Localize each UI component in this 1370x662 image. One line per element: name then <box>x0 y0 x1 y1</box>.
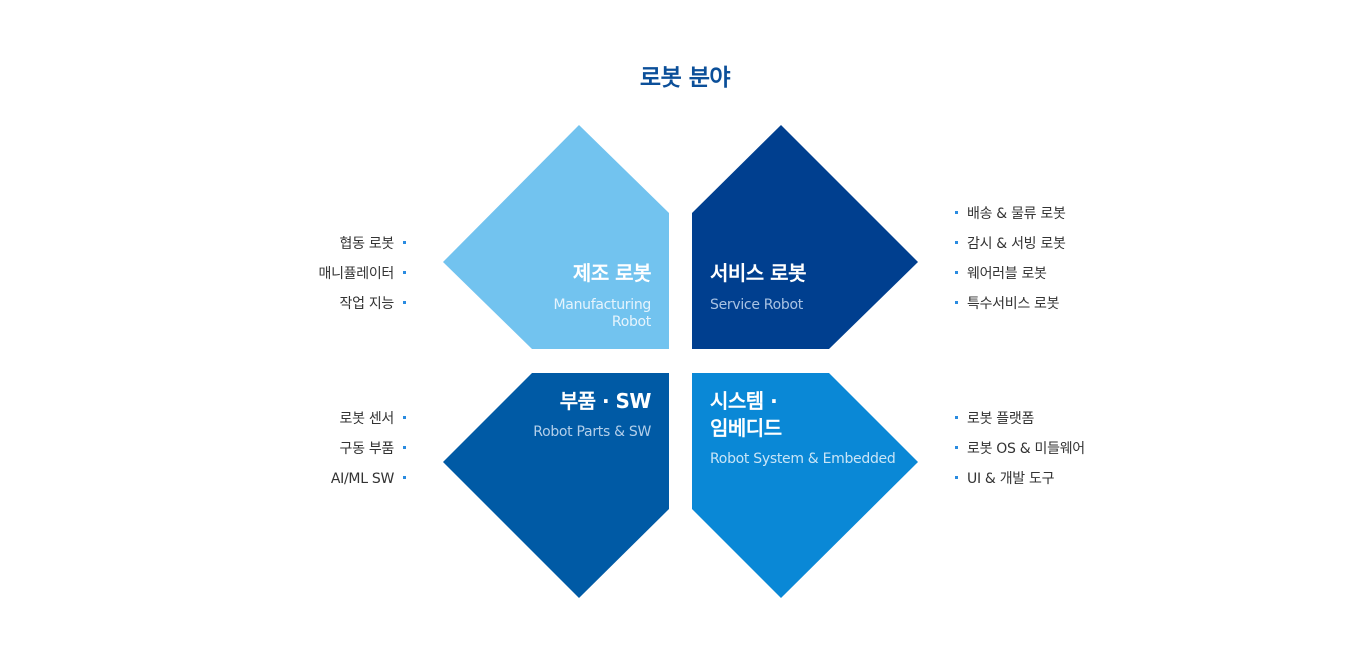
service-shape <box>692 125 918 349</box>
system-shape <box>692 373 918 598</box>
list-item: 로봇 센서 <box>331 404 406 434</box>
list-item: 협동 로봇 <box>319 229 406 259</box>
list-item: 구동 부품 <box>331 434 406 464</box>
system-subtitle: Robot System & Embedded <box>710 451 896 467</box>
list-item: 로봇 OS & 미들웨어 <box>955 434 1085 464</box>
list-item: 로봇 플랫폼 <box>955 404 1085 434</box>
service-subtitle: Service Robot <box>710 297 803 313</box>
list-item: UI & 개발 도구 <box>955 464 1085 494</box>
parts-title: 부품 · SW <box>559 389 652 413</box>
list-item: 작업 지능 <box>319 289 406 319</box>
bullet-icon <box>403 300 406 304</box>
parts-list: 로봇 센서 구동 부품 AI/ML SW <box>331 404 406 494</box>
parts-shape <box>443 373 669 598</box>
bullet-icon <box>955 270 958 274</box>
system-list: 로봇 플랫폼 로봇 OS & 미들웨어 UI & 개발 도구 <box>955 404 1085 494</box>
diagram-title: 로봇 분야 <box>639 65 731 91</box>
list-item: 배송 & 물류 로봇 <box>955 199 1066 229</box>
bullet-icon <box>955 300 958 304</box>
bullet-icon <box>403 270 406 274</box>
list-item: 매니퓰레이터 <box>319 259 406 289</box>
list-item: 감시 & 서빙 로봇 <box>955 229 1066 259</box>
system-title-line2: 임베디드 <box>710 416 782 440</box>
list-item: 웨어러블 로봇 <box>955 259 1066 289</box>
manufacturing-list: 협동 로봇 매니퓰레이터 작업 지능 <box>319 229 406 319</box>
bullet-icon <box>955 475 958 479</box>
bullet-icon <box>403 475 406 479</box>
list-item: 특수서비스 로봇 <box>955 289 1066 319</box>
bullet-icon <box>955 210 958 214</box>
service-list: 배송 & 물류 로봇 감시 & 서빙 로봇 웨어러블 로봇 특수서비스 로봇 <box>955 199 1066 319</box>
bullet-icon <box>403 445 406 449</box>
manufacturing-subtitle-line1: Manufacturing <box>553 297 652 313</box>
bullet-icon <box>955 415 958 419</box>
parts-subtitle: Robot Parts & SW <box>533 424 651 440</box>
manufacturing-subtitle-line2: Robot <box>611 314 651 330</box>
bullet-icon <box>955 445 958 449</box>
bullet-icon <box>403 415 406 419</box>
manufacturing-shape <box>443 125 669 349</box>
manufacturing-title: 제조 로봇 <box>572 261 652 285</box>
list-item: AI/ML SW <box>331 464 406 494</box>
system-title: 시스템 · 임베디드 <box>710 388 782 442</box>
system-title-line1: 시스템 · <box>710 389 778 413</box>
bullet-icon <box>955 240 958 244</box>
service-title: 서비스 로봇 <box>710 261 806 285</box>
manufacturing-subtitle: Manufacturing Robot <box>553 297 652 331</box>
bullet-icon <box>403 240 406 244</box>
